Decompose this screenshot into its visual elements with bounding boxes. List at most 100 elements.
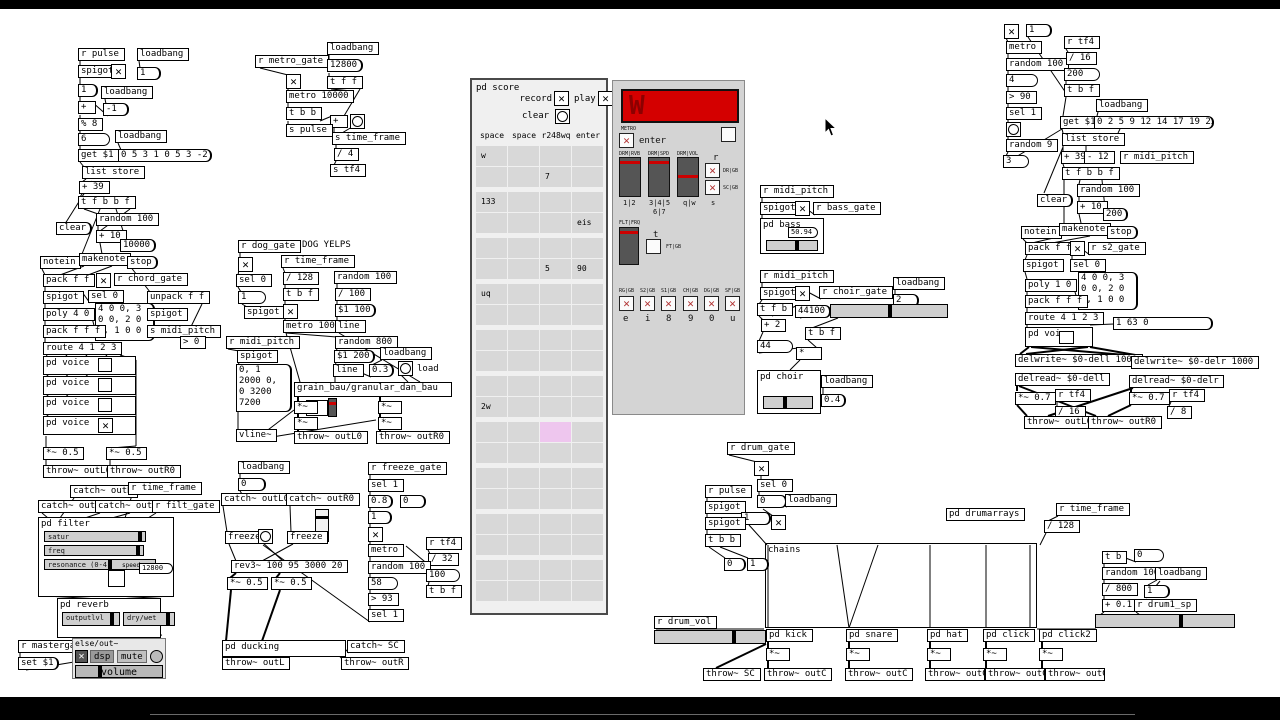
obj-r-drum-gate[interactable]: r drum_gate: [727, 442, 795, 455]
msg-1[interactable]: 1: [1144, 585, 1170, 598]
tglx-box[interactable]: ✕: [1070, 241, 1085, 256]
obj-loadbang[interactable]: loadbang: [380, 347, 432, 360]
score-cell[interactable]: [476, 489, 507, 509]
obj-vline[interactable]: vline~: [236, 429, 277, 442]
score-cell[interactable]: [476, 167, 507, 187]
score-cell[interactable]: [476, 305, 507, 325]
score-cell[interactable]: [540, 213, 571, 233]
msg-0[interactable]: 0: [400, 495, 426, 508]
msg-1-100[interactable]: $1 100: [335, 304, 376, 317]
msg-0-8[interactable]: 0.8: [368, 495, 393, 508]
obj-catch-outl[interactable]: catch~ outL: [38, 500, 106, 513]
obj-throw-outl0[interactable]: throw~ outL0: [43, 465, 117, 478]
score-cell[interactable]: 133: [476, 192, 507, 212]
obj-0-7[interactable]: *~ 0.7: [1015, 392, 1056, 405]
score-cell[interactable]: [508, 422, 539, 442]
obj-blank[interactable]: *~: [927, 648, 951, 661]
obj-throw-outr[interactable]: throw~ outR: [341, 657, 409, 670]
score-cell[interactable]: [572, 514, 603, 534]
obj-t-b[interactable]: t b: [1102, 551, 1127, 564]
score-row[interactable]: 133: [476, 192, 606, 212]
sub-pd-voice[interactable]: pd voice: [43, 416, 136, 435]
obj-r-midi-pitch[interactable]: r midi_pitch: [1120, 151, 1194, 164]
obj-list-store[interactable]: list store: [1062, 133, 1125, 146]
tglx-box[interactable]: ✕: [96, 273, 111, 288]
obj-throw-sc[interactable]: throw~ SC: [703, 668, 761, 681]
obj-8[interactable]: % 8: [78, 118, 103, 131]
obj-t-b-f[interactable]: t b f: [283, 288, 319, 301]
obj-loadbang[interactable]: loadbang: [101, 86, 153, 99]
score-row[interactable]: [476, 535, 606, 555]
hsl-box[interactable]: [654, 630, 766, 644]
msg-44100[interactable]: 44100: [795, 305, 831, 318]
num-6[interactable]: 6: [78, 133, 110, 146]
msg-4-0-0-3-0-0-2-0-0-1-0-0[interactable]: 4 0 0, 3 0 0, 2 0 0, 1 0 0: [1078, 272, 1138, 310]
score-cell[interactable]: [508, 238, 539, 258]
obj-10[interactable]: + 10: [1077, 201, 1108, 214]
obj-16[interactable]: / 16: [1066, 52, 1097, 65]
score-cell[interactable]: [540, 284, 571, 304]
obj-catch-outl0[interactable]: catch~ outL0: [221, 493, 295, 506]
drm-vol-slider[interactable]: [677, 157, 699, 197]
tglx-box[interactable]: ✕: [771, 515, 786, 530]
score-cell[interactable]: [540, 376, 571, 396]
obj-pd-click[interactable]: pd click: [983, 629, 1035, 642]
msg-200[interactable]: 200: [1103, 208, 1128, 221]
obj-catch-outr[interactable]: catch~ outR: [70, 485, 138, 498]
obj-90[interactable]: > 90: [1006, 91, 1037, 104]
score-cell[interactable]: [540, 468, 571, 488]
obj-sel-1[interactable]: sel 1: [1006, 107, 1042, 120]
tglx-box[interactable]: ✕: [111, 64, 126, 79]
hsl-box[interactable]: [830, 304, 948, 318]
obj-s-time-frame[interactable]: s time_frame: [332, 132, 406, 145]
obj-random-100[interactable]: random 100: [1006, 58, 1069, 71]
score-cell[interactable]: [540, 514, 571, 534]
score-cell[interactable]: [508, 560, 539, 580]
bng-box[interactable]: [1006, 122, 1021, 137]
score-cell[interactable]: 5: [540, 259, 571, 279]
score-cell[interactable]: [508, 581, 539, 601]
box-box[interactable]: [108, 570, 125, 587]
msg-0[interactable]: 0: [238, 478, 266, 491]
score-cell[interactable]: [540, 535, 571, 555]
msg-1[interactable]: 1: [741, 512, 771, 525]
obj-line[interactable]: line: [333, 364, 364, 377]
dg-gb-toggle[interactable]: ✕: [704, 296, 719, 311]
obj-throw-outc[interactable]: throw~ outC: [985, 668, 1045, 681]
score-cell[interactable]: [540, 192, 571, 212]
obj-random-800[interactable]: random 800: [335, 336, 398, 349]
score-cell[interactable]: [540, 581, 571, 601]
sub-chains[interactable]: chains: [765, 543, 1037, 628]
num-0[interactable]: 0: [1134, 549, 1164, 562]
score-row[interactable]: [476, 330, 606, 350]
score-cell[interactable]: [508, 489, 539, 509]
obj-r-time-frame[interactable]: r time_frame: [281, 255, 355, 268]
obj-r-time-frame[interactable]: r time_frame: [1056, 503, 1130, 516]
msg-clear[interactable]: clear: [56, 222, 92, 235]
num-50-94[interactable]: 50.94: [788, 227, 818, 238]
hsl-box[interactable]: [763, 396, 813, 409]
obj-39[interactable]: + 39: [79, 181, 110, 194]
score-cell[interactable]: [508, 259, 539, 279]
obj-r-midi-pitch[interactable]: r midi_pitch: [760, 270, 834, 283]
obj-32[interactable]: / 32: [428, 553, 459, 566]
obj-loadbang[interactable]: loadbang: [785, 494, 837, 507]
score-cell[interactable]: [572, 305, 603, 325]
obj-loadbang[interactable]: loadbang: [137, 48, 189, 61]
s2-gb-toggle[interactable]: ✕: [640, 296, 655, 311]
num-12800[interactable]: 12800: [139, 563, 173, 574]
num-4[interactable]: 4: [1006, 74, 1038, 87]
score-cell[interactable]: 7: [540, 167, 571, 187]
obj-unpack-f-f[interactable]: unpack f f: [147, 291, 210, 304]
obj-blank[interactable]: +: [330, 115, 348, 128]
sub-pd-filter[interactable]: pd filter: [38, 517, 174, 597]
obj-128[interactable]: / 128: [1044, 520, 1080, 533]
score-cell[interactable]: [476, 581, 507, 601]
tglx-box[interactable]: ✕: [1004, 24, 1019, 39]
obj-10[interactable]: + 10: [96, 230, 127, 243]
msg-set-1[interactable]: set $1: [18, 657, 59, 670]
obj-poly-4-0[interactable]: poly 4 0: [43, 308, 95, 321]
score-row[interactable]: [476, 376, 606, 396]
score-cell[interactable]: [476, 351, 507, 371]
vsl-box[interactable]: [328, 398, 337, 417]
